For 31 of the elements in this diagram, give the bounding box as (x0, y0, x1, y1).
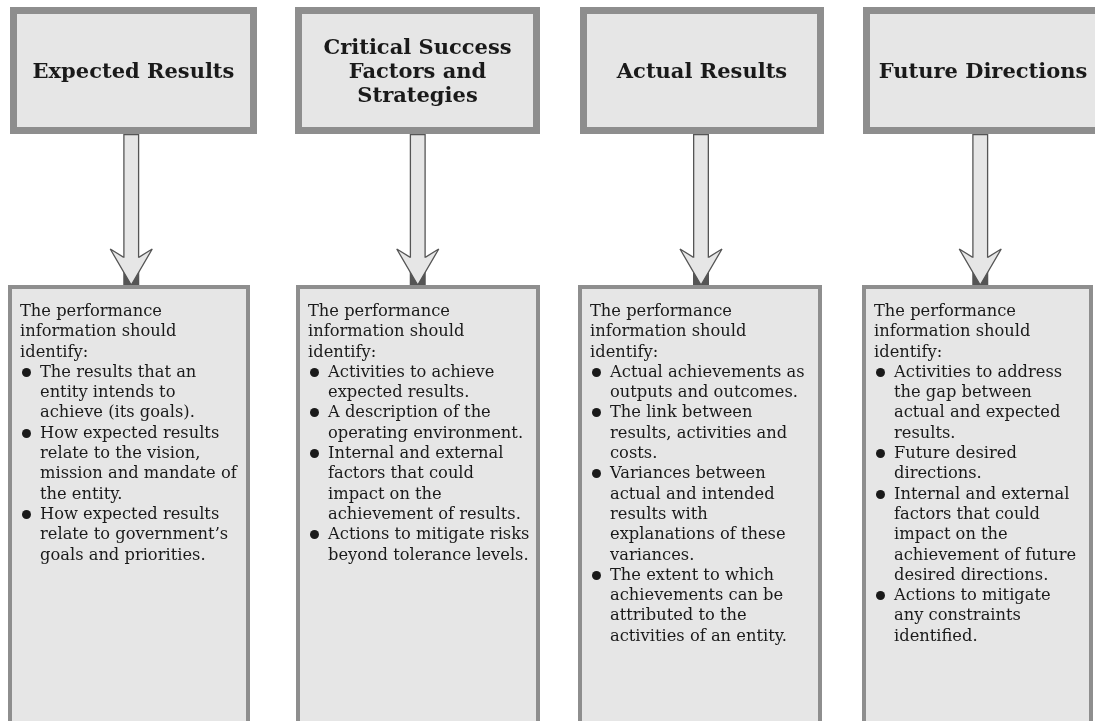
heading-box (580, 7, 824, 134)
heading-box (295, 7, 540, 134)
bullet-text: The link between results, activities and costs. (610, 402, 789, 464)
heading-box (863, 7, 1095, 134)
bullet-text: Actions to mitigate risks beyond tolerance levels. (328, 524, 531, 565)
info-box (862, 285, 1093, 721)
heading-text: Future Directions (878, 58, 1088, 83)
bullet-text: Variances between actual and intended results with explanations of these variances. (610, 463, 787, 565)
bullet-text: How expected results relate to government’s goals and priorities. (40, 503, 230, 565)
intro-text: The performance information should identify: (20, 301, 178, 362)
bullet-text: A description of the operating environment. (328, 402, 525, 444)
bullet-text: Internal and external factors that could impact on the achievement of results. (328, 443, 522, 525)
info-box (578, 285, 822, 721)
heading-text: Expected Results (32, 58, 235, 83)
intro-text: The performance information should identify: (590, 301, 748, 362)
bullet-text: Future desired directions. (894, 443, 1018, 484)
bullet-text: Actions to mitigate any constraints identified. (894, 585, 1052, 647)
intro-text: The performance information should identify: (308, 301, 466, 362)
bullet-text: Internal and external factors that could impact on the achievement of future desired directions. (894, 483, 1078, 586)
bullet-text: The results that an entity intends to achieve (its goals). (40, 361, 198, 423)
heading-box (10, 7, 257, 134)
bullet-text: Activities to address the gap between actual and expected results. (894, 361, 1064, 444)
intro-text: The performance information should identify: (874, 301, 1032, 362)
heading-text: Critical Success Factors and Strategies (322, 34, 513, 107)
bullet-text: How expected results relate to the vision, mission and mandate of the entity. (40, 422, 239, 504)
bullet-text: Actual achievements as outputs and outcomes. (610, 361, 806, 403)
bullet-text: The extent to which achievements can be attributed to the activities of an entity. (610, 564, 788, 647)
bullet-text: Activities to achieve expected results. (328, 361, 496, 403)
info-box (296, 285, 540, 721)
heading-text: Actual Results (616, 58, 788, 83)
info-box (8, 285, 250, 721)
